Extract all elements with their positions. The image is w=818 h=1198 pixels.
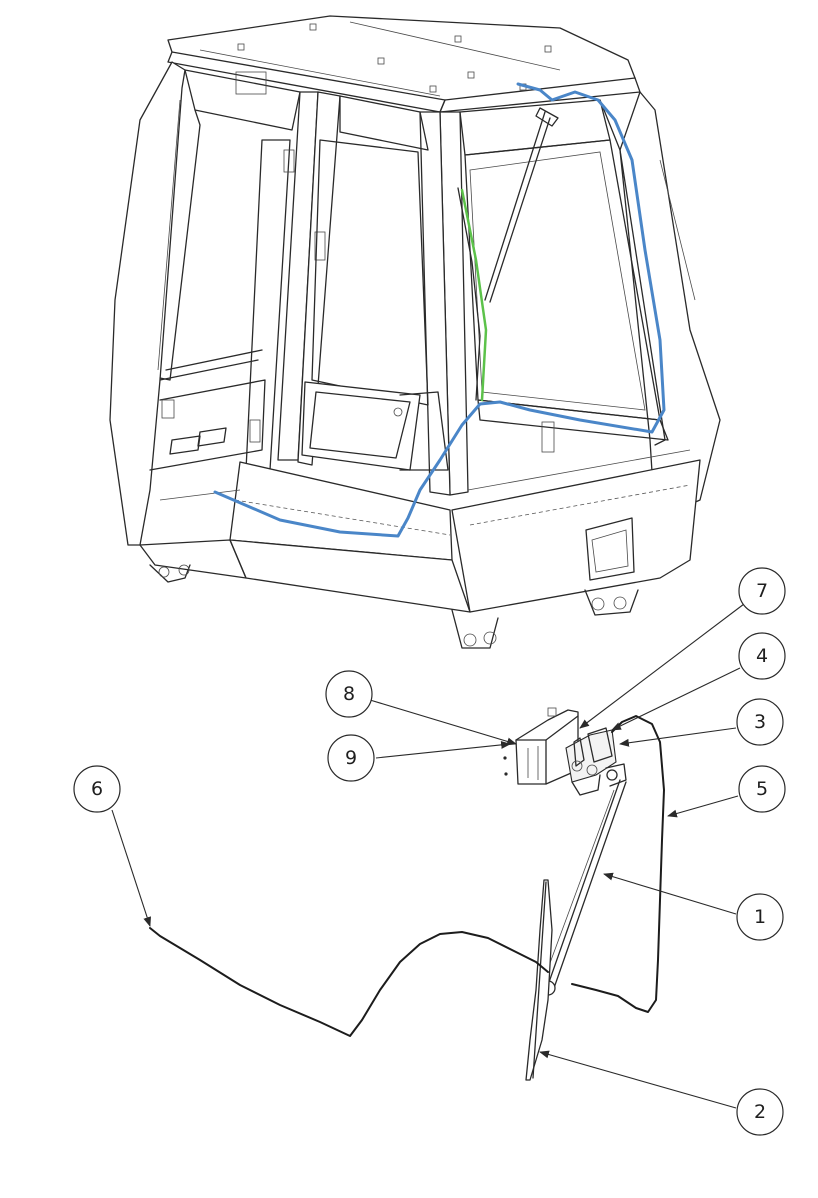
- callout-balloon-5: 5: [738, 765, 786, 813]
- callout-balloon-9: 9: [327, 734, 375, 782]
- wiper-arm: [539, 779, 627, 996]
- leader-6: [111, 809, 151, 927]
- callout-label-1: 1: [754, 906, 766, 928]
- cab-door: [301, 139, 449, 471]
- callout-balloon-7: 7: [738, 567, 786, 615]
- cab-left-side: [109, 61, 301, 546]
- callout-label-9: 9: [345, 747, 357, 769]
- leader-1: [603, 872, 737, 915]
- cab-assembly: [109, 15, 721, 649]
- exploded-wiper-components: [149, 707, 665, 1081]
- callout-leaders: [111, 603, 745, 1109]
- callout-label-3: 3: [754, 711, 766, 733]
- callout-label-8: 8: [343, 683, 355, 705]
- callout-label-6: 6: [91, 778, 103, 800]
- motor-cable: [571, 715, 665, 1013]
- wiper-motor: [565, 727, 627, 796]
- callout-balloon-3: 3: [736, 698, 784, 746]
- leader-5: [667, 795, 739, 818]
- leader-3: [619, 727, 737, 747]
- wiper-wiring-cable: [149, 927, 549, 1037]
- callout-label-5: 5: [756, 778, 768, 800]
- leader-7: [579, 603, 745, 729]
- motor-cover: [503, 707, 579, 785]
- wiring-harness-route: [213, 82, 666, 538]
- callout-balloon-6: 6: [73, 765, 121, 813]
- leader-4: [611, 667, 741, 731]
- callout-balloon-1: 1: [736, 893, 784, 941]
- callout-label-2: 2: [754, 1101, 766, 1123]
- callout-balloon-8: 8: [325, 670, 373, 718]
- callout-label-4: 4: [756, 645, 768, 667]
- cab-lower-body: [139, 379, 701, 649]
- leader-8: [369, 699, 517, 746]
- wiper-blade: [525, 879, 553, 1081]
- callout-balloon-2: 2: [736, 1088, 784, 1136]
- cab-pillars: [245, 91, 721, 521]
- callout-balloon-4: 4: [738, 632, 786, 680]
- installed-wiper-blade: [460, 188, 488, 402]
- callout-label-7: 7: [756, 580, 768, 602]
- installed-wiper-arm: [457, 107, 559, 402]
- leader-2: [539, 1050, 737, 1109]
- cab-roof: [167, 15, 641, 113]
- leader-9: [375, 740, 511, 759]
